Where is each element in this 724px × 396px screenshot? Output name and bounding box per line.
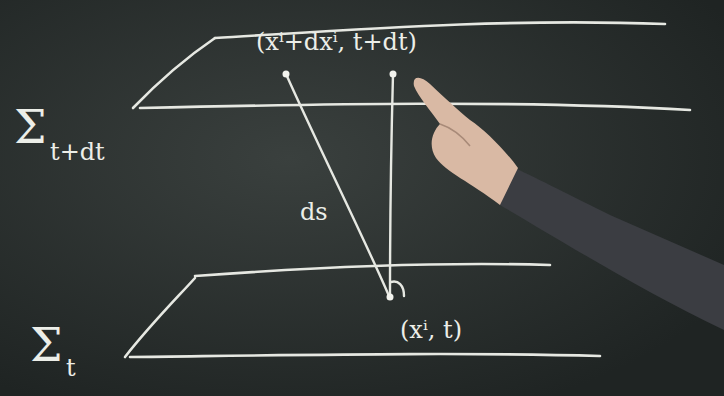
surface-symbol: Σ bbox=[14, 104, 47, 150]
sleeve bbox=[500, 168, 724, 330]
surface-subscript: t bbox=[66, 356, 76, 380]
lower-surface-top-edge bbox=[195, 264, 550, 276]
pointing-hand bbox=[414, 78, 724, 330]
ds-curve bbox=[286, 74, 389, 296]
hypersurfaces bbox=[125, 22, 690, 357]
normal-line bbox=[390, 74, 393, 296]
interval-lines bbox=[286, 74, 404, 296]
interval-label: ds bbox=[300, 200, 328, 224]
event-points bbox=[283, 71, 397, 301]
hand bbox=[414, 78, 518, 205]
lower-surface-left-edge bbox=[125, 278, 195, 357]
event-coordinates: (xⁱ+dxⁱ, t+dt) bbox=[256, 30, 417, 54]
surface-subscript: t+dt bbox=[50, 140, 105, 164]
upper-surface-bottom-edge bbox=[140, 104, 690, 110]
right-angle-mark bbox=[391, 282, 404, 296]
upper-surface-left-edge bbox=[133, 38, 215, 108]
knuckle bbox=[440, 124, 470, 146]
event-coordinates: (xⁱ, t) bbox=[400, 318, 462, 342]
point bbox=[283, 71, 290, 78]
surface-symbol: Σ bbox=[30, 322, 63, 368]
point bbox=[390, 71, 397, 78]
point bbox=[387, 294, 394, 301]
lower-surface-bottom-edge bbox=[130, 354, 600, 357]
